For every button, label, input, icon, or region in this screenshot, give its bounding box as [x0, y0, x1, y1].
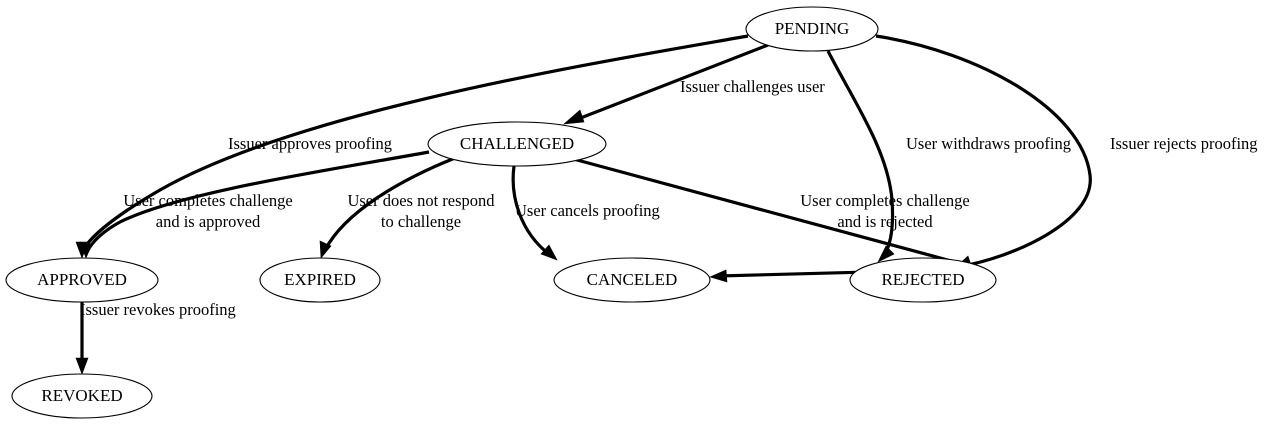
- edge-line-challenged-canceled: [511, 165, 551, 257]
- arrowhead-pending-challenged: [563, 109, 585, 125]
- node-ellipse-rejected[interactable]: [849, 257, 997, 303]
- edge-pending-rejected-withdraw[interactable]: [826, 50, 895, 263]
- arrowhead-pending-rejected-withdraw: [877, 245, 895, 263]
- node-revoked[interactable]: REVOKED: [11, 373, 153, 419]
- node-ellipse-approved[interactable]: [5, 257, 159, 303]
- edge-line-challenged-expired: [323, 156, 456, 251]
- node-ellipse-expired[interactable]: [259, 257, 381, 303]
- edge-challenged-expired[interactable]: [319, 156, 456, 259]
- edge-approved-revoked[interactable]: [75, 302, 89, 375]
- node-canceled[interactable]: CANCELED: [553, 257, 711, 303]
- edge-line-pending-approved: [80, 34, 749, 253]
- edge-line-pending-challenged: [577, 43, 769, 121]
- arrowhead-challenged-canceled: [540, 244, 558, 261]
- arrowhead-challenged-approved: [79, 241, 93, 259]
- node-ellipse-pending[interactable]: [745, 6, 879, 52]
- edge-challenged-canceled[interactable]: [511, 165, 558, 261]
- edge-line-pending-rejected-withdraw: [826, 50, 895, 257]
- node-rejected[interactable]: REJECTED: [849, 257, 997, 303]
- node-ellipse-canceled[interactable]: [553, 257, 711, 303]
- edge-challenged-approved[interactable]: [79, 150, 430, 259]
- node-challenged[interactable]: CHALLENGED: [427, 121, 607, 167]
- node-ellipse-challenged[interactable]: [427, 121, 607, 167]
- edge-line-pending-rejected-reject: [875, 34, 1092, 268]
- edge-line-challenged-approved: [85, 150, 430, 253]
- node-expired[interactable]: EXPIRED: [259, 257, 381, 303]
- edge-pending-challenged[interactable]: [563, 43, 769, 125]
- node-pending[interactable]: PENDING: [745, 6, 879, 52]
- arrowhead-rejected-canceled: [709, 269, 728, 283]
- arrowhead-challenged-expired: [319, 240, 332, 259]
- arrowhead-approved-revoked: [75, 357, 89, 375]
- edge-line-challenged-canceled-rejected: [565, 155, 982, 271]
- node-approved[interactable]: APPROVED: [5, 257, 159, 303]
- node-ellipse-revoked[interactable]: [11, 373, 153, 419]
